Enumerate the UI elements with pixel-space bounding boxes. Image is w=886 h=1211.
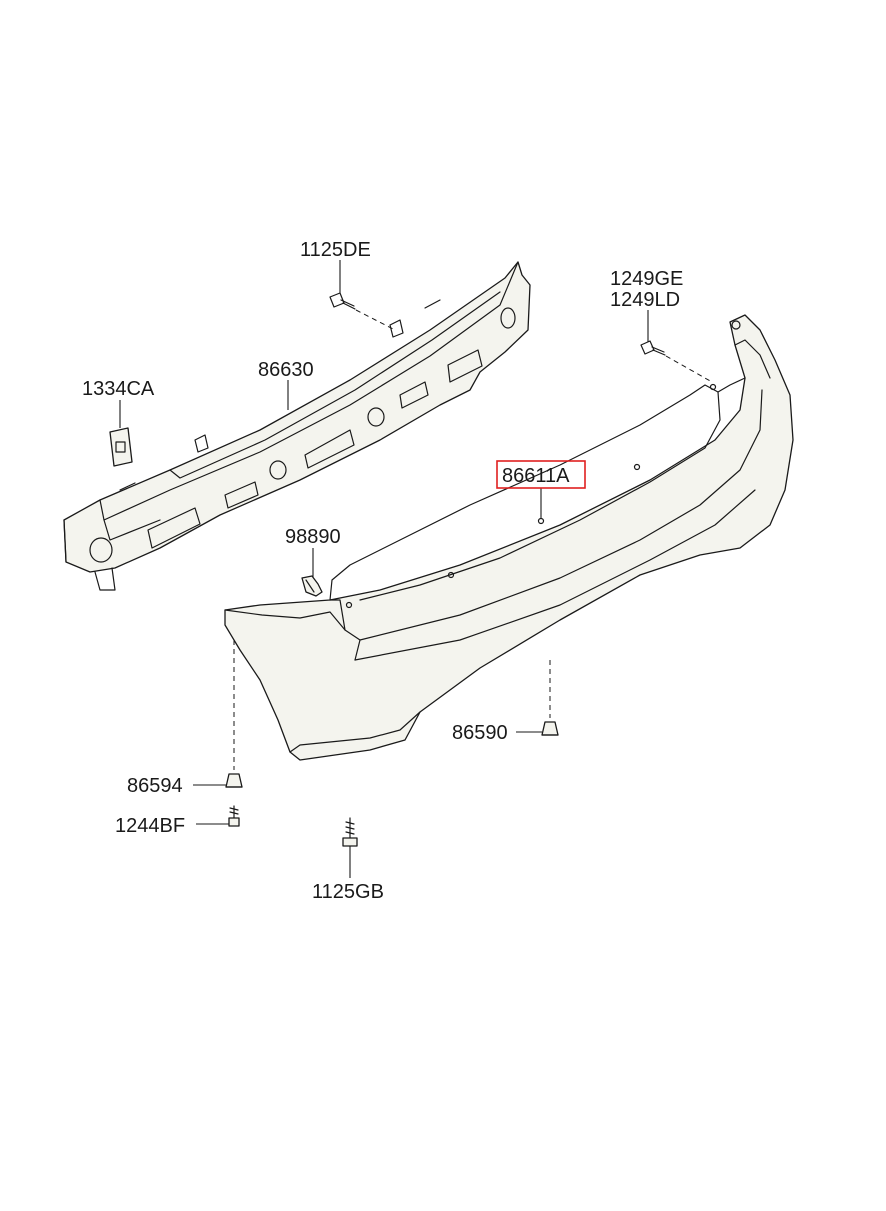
bumper-cover-86611A: [224, 314, 794, 761]
label-1125GB[interactable]: 1125GB: [312, 881, 384, 903]
label-86630[interactable]: 86630: [258, 359, 314, 381]
label-1249LD[interactable]: 1249LD: [610, 289, 680, 311]
label-1244BF[interactable]: 1244BF: [115, 815, 185, 837]
label-1334CA[interactable]: 1334CA: [82, 378, 155, 400]
rivet-86594-icon: [225, 773, 243, 788]
label-1125DE[interactable]: 1125DE: [300, 239, 371, 261]
bolt-1249-icon: [640, 340, 666, 356]
screw-1244BF-icon: [228, 805, 240, 827]
leader-lines: [119, 260, 713, 878]
label-86590[interactable]: 86590: [452, 722, 508, 744]
label-98890[interactable]: 98890: [285, 526, 341, 548]
label-86611A[interactable]: 86611A: [502, 465, 570, 487]
highlight-box-86611A: [496, 460, 586, 489]
clip-98890-icon: [301, 575, 323, 597]
label-1249GE[interactable]: 1249GE: [610, 268, 683, 290]
rivet-86590-icon: [541, 721, 559, 736]
label-86594[interactable]: 86594: [127, 775, 183, 797]
bumper-beam-86630: [63, 261, 531, 591]
bolt-1125GB-icon: [342, 817, 358, 847]
bolt-1125DE-icon: [329, 292, 356, 310]
clip-nut-1334CA-icon: [109, 427, 133, 467]
